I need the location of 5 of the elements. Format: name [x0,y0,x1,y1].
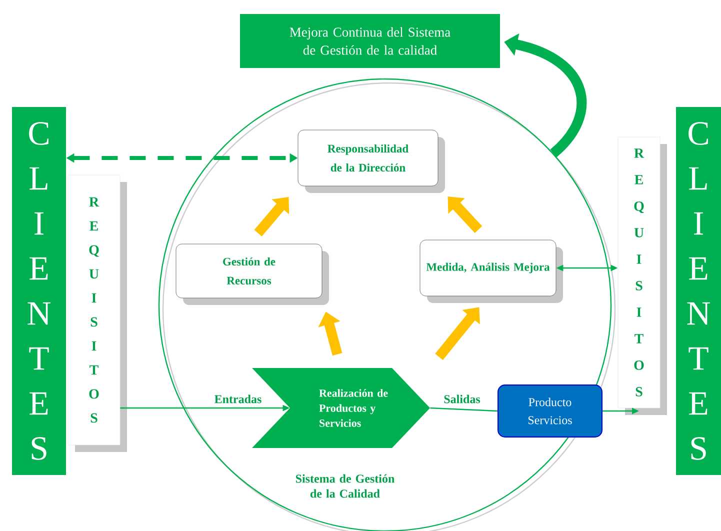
clientes-bar: C L I E N T E S [676,107,721,475]
requisitos-panel: R E Q U I S I T O S [68,174,127,452]
title-banner: Mejora Continua del Sistema de Gestión de la calidad [240,14,500,68]
requisitos-panel: R E Q U I S I T O S [618,136,667,415]
clientes-bar: C L I E N T E S [12,107,66,475]
